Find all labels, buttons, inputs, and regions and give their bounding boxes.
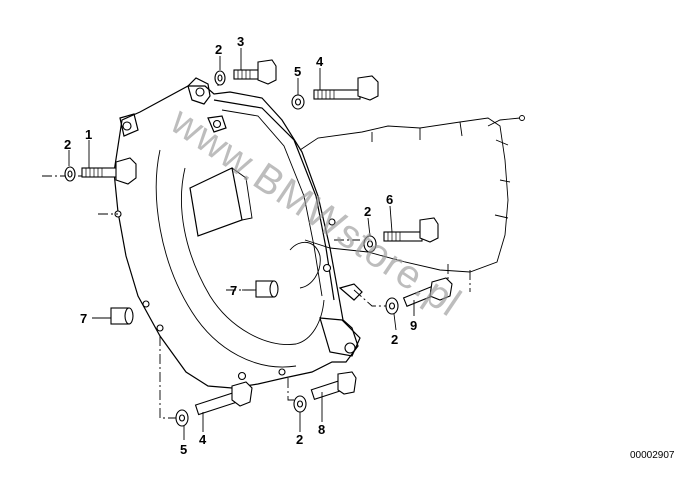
watermark-text: www.BMWstore.pl	[162, 98, 469, 325]
callout-2: 2	[215, 42, 222, 57]
sleeve-part-7	[110, 280, 279, 325]
callout-5: 5	[294, 64, 301, 79]
bolt-part-8	[293, 371, 357, 413]
callout-3: 3	[237, 34, 244, 49]
callout-numbers: 1 2 2 3 5 4 2 6 7 7 9 2 5 4 2 8	[64, 34, 417, 457]
callout-2: 2	[64, 137, 71, 152]
leader-lines	[68, 48, 415, 440]
callout-9: 9	[410, 318, 417, 333]
callout-8: 8	[318, 422, 325, 437]
drawing-number: 00002907	[630, 450, 675, 461]
bolt-part-6	[363, 217, 439, 253]
callout-2: 2	[391, 332, 398, 347]
transmission-outline	[299, 115, 525, 292]
callout-2: 2	[364, 204, 371, 219]
bolt-part-4-bottom	[175, 381, 253, 427]
callout-4: 4	[199, 432, 207, 447]
callout-6: 6	[386, 192, 393, 207]
callout-2: 2	[296, 432, 303, 447]
callout-4: 4	[316, 54, 324, 69]
callout-7: 7	[80, 311, 87, 326]
callout-5: 5	[180, 442, 187, 457]
stud-part-9	[385, 277, 453, 315]
bolt-part-4-top	[291, 75, 379, 110]
callout-1: 1	[85, 127, 92, 142]
bolt-part-1	[64, 157, 137, 185]
bolt-part-3	[214, 59, 277, 86]
callout-7: 7	[230, 283, 237, 298]
bell-housing	[113, 77, 363, 389]
